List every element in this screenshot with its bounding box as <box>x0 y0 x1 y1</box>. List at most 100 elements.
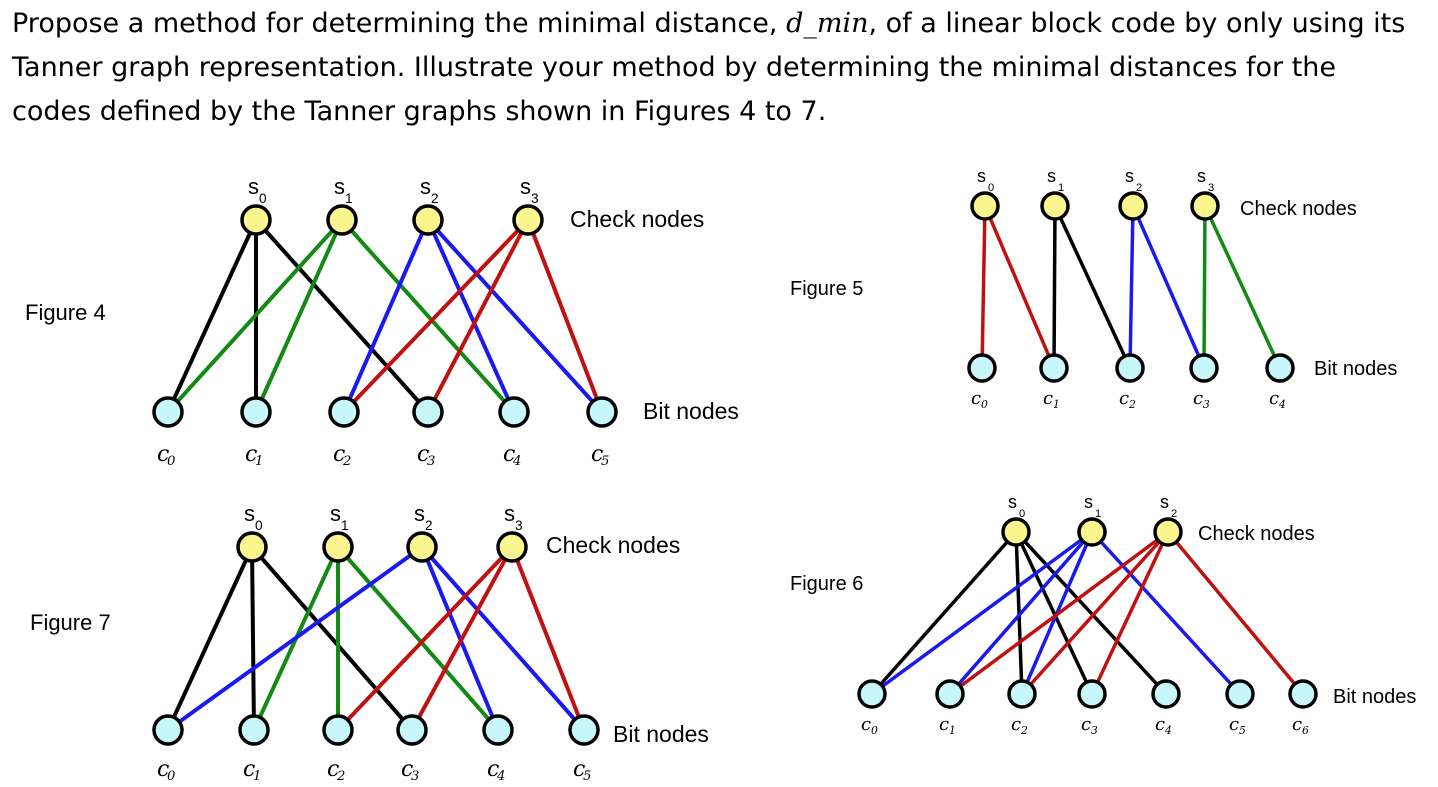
bit-node-label: c <box>401 757 413 782</box>
check-node-s2 <box>412 204 444 236</box>
bit-node-label: c <box>573 757 585 782</box>
edge-s2-c0 <box>166 545 424 732</box>
check-node-s0 <box>240 204 272 236</box>
bit-node-label: c <box>245 442 257 467</box>
edge-s3-c4 <box>1203 204 1282 370</box>
check-node-s1 <box>322 531 354 563</box>
check-nodes-label: Check nodes <box>570 206 704 232</box>
edge-s3-c5 <box>526 218 604 414</box>
check-node-subscript: 0 <box>255 518 263 533</box>
bit-node-c2 <box>328 396 360 428</box>
bit-node-subscript: 3 <box>411 769 419 784</box>
bit-node-subscript: 0 <box>871 724 878 737</box>
bit-node-label: c <box>971 388 981 409</box>
edge-s1-c1 <box>254 218 344 414</box>
edges <box>870 530 1305 696</box>
bit-node-label: c <box>1011 714 1021 735</box>
bit-node-c6 <box>1288 679 1318 709</box>
check-node-s0 <box>236 531 268 563</box>
bit-node-c0 <box>967 353 997 383</box>
bit-node-label: c <box>1269 388 1279 409</box>
edge-s1-c4 <box>336 545 500 732</box>
edge-s2-c6 <box>1166 530 1305 696</box>
bit-node-c2 <box>322 714 354 746</box>
bit-node-label: c <box>1043 388 1053 409</box>
edge-s2-c3 <box>1090 530 1170 696</box>
check-node-label: s <box>248 174 259 199</box>
bit-node-c2 <box>1007 679 1037 709</box>
edge-s0-c3 <box>254 218 430 414</box>
bit-node-label: c <box>1119 388 1129 409</box>
check-node-label: s <box>330 501 341 526</box>
check-node-subscript: 1 <box>1058 182 1064 194</box>
bit-node-subscript: 5 <box>1239 724 1246 737</box>
edge-s0-c1 <box>983 204 1056 370</box>
bit-node-label: c <box>157 757 169 782</box>
bit-node-c1 <box>935 679 965 709</box>
check-node-s3 <box>512 204 544 236</box>
bit-node-c0 <box>152 714 184 746</box>
edges <box>980 204 1282 370</box>
edge-s0-c4 <box>1014 530 1168 696</box>
edge-s3-c5 <box>510 545 586 732</box>
edge-s2-c5 <box>426 218 604 414</box>
bit-node-c3 <box>1077 679 1107 709</box>
bit-node-c1 <box>240 396 272 428</box>
check-node-s3 <box>496 531 528 563</box>
edge-s3-c2 <box>336 545 514 732</box>
edge-s0-c0 <box>870 530 1018 696</box>
bit-node-subscript: 0 <box>981 398 988 411</box>
check-node-subscript: 0 <box>1019 508 1025 520</box>
bit-node-subscript: 3 <box>1203 398 1210 411</box>
bit-node-subscript: 1 <box>253 769 261 784</box>
figure-label: Figure 6 <box>790 573 863 595</box>
check-node-subscript: 0 <box>259 191 267 206</box>
check-nodes-label: Check nodes <box>1198 523 1315 545</box>
bit-node-c0 <box>857 679 887 709</box>
bit-node-subscript: 3 <box>1091 724 1098 737</box>
check-node-label: s <box>1008 492 1017 512</box>
edge-s2-c3 <box>1131 204 1206 370</box>
bit-node-c5 <box>568 714 600 746</box>
bit-node-label: c <box>327 757 339 782</box>
bit-node-subscript: 5 <box>583 769 591 784</box>
check-node-s2 <box>1118 191 1148 221</box>
bit-node-subscript: 4 <box>1164 724 1172 737</box>
check-node-label: s <box>244 501 255 526</box>
edge-s1-c5 <box>1090 530 1242 696</box>
check-node-label: s <box>1160 492 1169 512</box>
bit-node-subscript: 5 <box>601 454 609 469</box>
edges <box>166 218 604 414</box>
bit-node-subscript: 4 <box>496 769 505 784</box>
check-node-s0 <box>970 191 1000 221</box>
edge-s1-c0 <box>166 218 344 414</box>
edge-s3-c3 <box>426 218 530 414</box>
check-node-subscript: 0 <box>988 182 994 194</box>
check-node-s1 <box>326 204 358 236</box>
check-node-label: s <box>1197 166 1206 186</box>
edge-s2-c2 <box>1020 530 1170 696</box>
bit-node-subscript: 4 <box>512 454 521 469</box>
bit-nodes-label: Bit nodes <box>613 721 709 747</box>
bit-node-subscript: 0 <box>167 769 175 784</box>
check-node-subscript: 1 <box>341 518 349 533</box>
question-part-2: , of a linear block code by only using i… <box>12 8 1406 127</box>
bit-node-label: c <box>939 714 949 735</box>
bit-node-c4 <box>498 396 530 428</box>
bit-node-label: c <box>417 442 429 467</box>
edge-s1-c4 <box>340 218 516 414</box>
bit-node-label: c <box>487 757 499 782</box>
edge-s3-c3 <box>410 545 514 732</box>
edge-s0-c0 <box>166 218 258 414</box>
check-node-label: s <box>1125 166 1134 186</box>
bit-node-subscript: 2 <box>1128 398 1136 411</box>
edge-s1-c2 <box>1053 204 1132 370</box>
edge-s3-c2 <box>342 218 530 414</box>
check-node-subscript: 3 <box>1208 182 1214 194</box>
check-node-s1 <box>1040 191 1070 221</box>
bit-node-c3 <box>412 396 444 428</box>
bit-node-label: c <box>157 442 169 467</box>
